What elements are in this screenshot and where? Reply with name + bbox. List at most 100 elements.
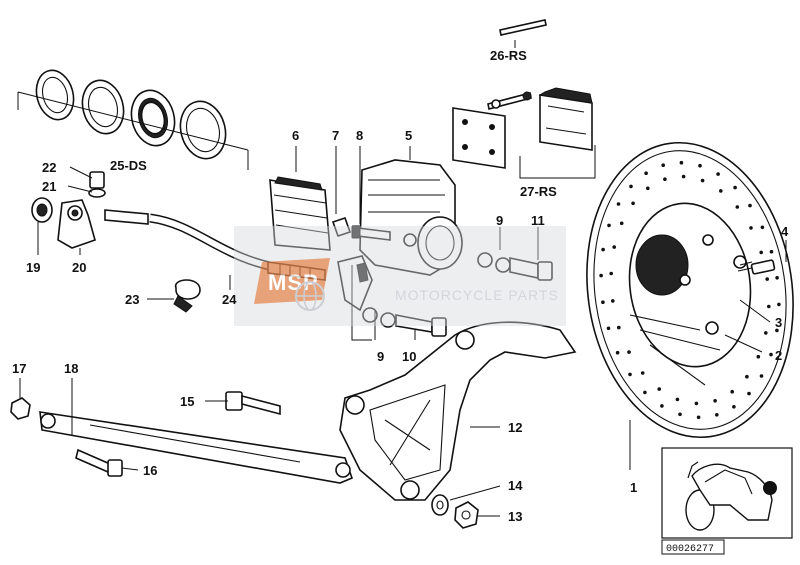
callout-17: 17 xyxy=(12,361,26,376)
disc-vent-hole xyxy=(615,350,620,355)
callout-10: 10 xyxy=(402,349,416,364)
caliper-icon xyxy=(359,159,463,276)
disc-vent-hole xyxy=(719,189,723,193)
stay-bolt-upper xyxy=(225,391,281,416)
hose-bracket xyxy=(57,199,96,249)
disc-vent-hole xyxy=(715,413,719,417)
disc-vent-hole xyxy=(644,171,648,175)
disc-vent-hole xyxy=(640,371,645,375)
hose-washer xyxy=(88,188,106,198)
callout-13: 13 xyxy=(508,509,522,524)
disc-vent-hole xyxy=(698,163,702,168)
disc-vent-hole xyxy=(733,185,737,190)
callout-2: 2 xyxy=(775,348,782,363)
disc-bolt xyxy=(737,259,776,275)
disc-vent-hole xyxy=(599,273,603,278)
disc-vent-hole xyxy=(678,412,682,417)
disc-vent-hole xyxy=(646,186,650,191)
disc-vent-hole xyxy=(730,389,734,394)
hose-clip xyxy=(173,279,201,313)
disc-vent-hole xyxy=(657,387,661,391)
pad-retaining-pin xyxy=(487,19,547,110)
disc-vent-hole xyxy=(660,404,664,408)
bleeder-valve xyxy=(331,216,352,238)
callout-8: 8 xyxy=(356,128,363,143)
disc-vent-hole xyxy=(769,352,773,357)
disc-vent-hole xyxy=(601,300,605,305)
disc-vent-hole xyxy=(747,391,751,396)
callout-26-rs: 26-RS xyxy=(490,48,527,63)
hose-grommet xyxy=(31,197,53,223)
callout-12: 12 xyxy=(508,420,522,435)
disc-vent-hole xyxy=(617,325,621,330)
brake-carrier-arm xyxy=(339,321,577,501)
callout-6: 6 xyxy=(292,128,299,143)
disc-vent-hole xyxy=(775,276,779,280)
disc-vent-hole xyxy=(609,271,613,276)
disc-vent-hole xyxy=(607,223,611,228)
disc-vent-hole xyxy=(619,221,624,226)
torque-stay xyxy=(39,411,354,484)
disc-vent-hole xyxy=(769,249,774,254)
disc-vent-hole xyxy=(749,226,753,230)
watermark-text: MOTORCYCLE PARTS xyxy=(395,287,559,303)
disc-vent-hole xyxy=(606,326,611,331)
callout-20: 20 xyxy=(72,260,86,275)
callout-16: 16 xyxy=(143,463,157,478)
seal-kit xyxy=(17,69,249,170)
disc-vent-hole xyxy=(601,247,605,252)
brake-pad-carrier xyxy=(269,176,331,251)
callout-9-lower: 9 xyxy=(377,349,384,364)
disc-vent-hole xyxy=(767,304,771,309)
disc-vent-hole xyxy=(612,245,616,249)
disc-vent-hole xyxy=(777,302,781,307)
disc-vent-hole xyxy=(745,374,749,379)
watermark: MSP MOTORCYCLE PARTS xyxy=(234,226,566,326)
disc-vent-hole xyxy=(700,178,705,183)
disc-vent-hole xyxy=(679,160,684,165)
callout-5: 5 xyxy=(405,128,412,143)
disc-vent-hole xyxy=(764,331,768,335)
hollow-bolt xyxy=(89,171,105,189)
callout-1: 1 xyxy=(630,480,637,495)
callout-24: 24 xyxy=(222,292,237,307)
disc-vent-hole xyxy=(759,374,764,378)
callout-7: 7 xyxy=(332,128,339,143)
caliper-bolt xyxy=(351,225,391,241)
callout-27-rs: 27-RS xyxy=(520,184,557,199)
motorcycle-thumbnail-icon xyxy=(661,447,793,539)
reference-number: 00026277 xyxy=(666,544,714,555)
disc-vent-hole xyxy=(631,201,635,206)
callout-9-upper: 9 xyxy=(496,213,503,228)
disc-vent-hole xyxy=(611,299,615,303)
disc-vent-hole xyxy=(629,184,633,189)
disc-vent-hole xyxy=(756,354,761,359)
disc-vent-hole xyxy=(681,174,686,179)
disc-vent-hole xyxy=(760,225,765,230)
disc-vent-hole xyxy=(732,405,736,409)
callout-15: 15 xyxy=(180,394,194,409)
stay-bolt-lower xyxy=(75,448,123,477)
disc-vent-hole xyxy=(663,177,667,181)
disc-vent-hole xyxy=(775,328,779,333)
brake-disc-icon xyxy=(586,141,794,439)
disc-vent-hole xyxy=(627,350,631,354)
callout-19: 19 xyxy=(26,260,40,275)
callout-labels: 1 2 3 4 5 6 7 8 9 9 10 11 12 13 14 15 16… xyxy=(12,48,789,524)
callout-21: 21 xyxy=(42,179,56,194)
disc-vent-hole xyxy=(748,203,752,208)
disc-vent-hole xyxy=(765,277,769,281)
disc-vent-hole xyxy=(694,401,699,406)
lock-nut xyxy=(454,501,479,529)
disc-vent-hole xyxy=(696,415,701,420)
disc-vent-hole xyxy=(713,399,717,403)
disc-vent-hole xyxy=(675,397,680,402)
callout-22: 22 xyxy=(42,160,56,175)
leader-lines xyxy=(19,146,787,517)
disc-vent-hole xyxy=(643,390,647,395)
callout-11: 11 xyxy=(531,213,545,228)
disc-vent-hole xyxy=(616,202,621,206)
callout-3: 3 xyxy=(775,315,782,330)
